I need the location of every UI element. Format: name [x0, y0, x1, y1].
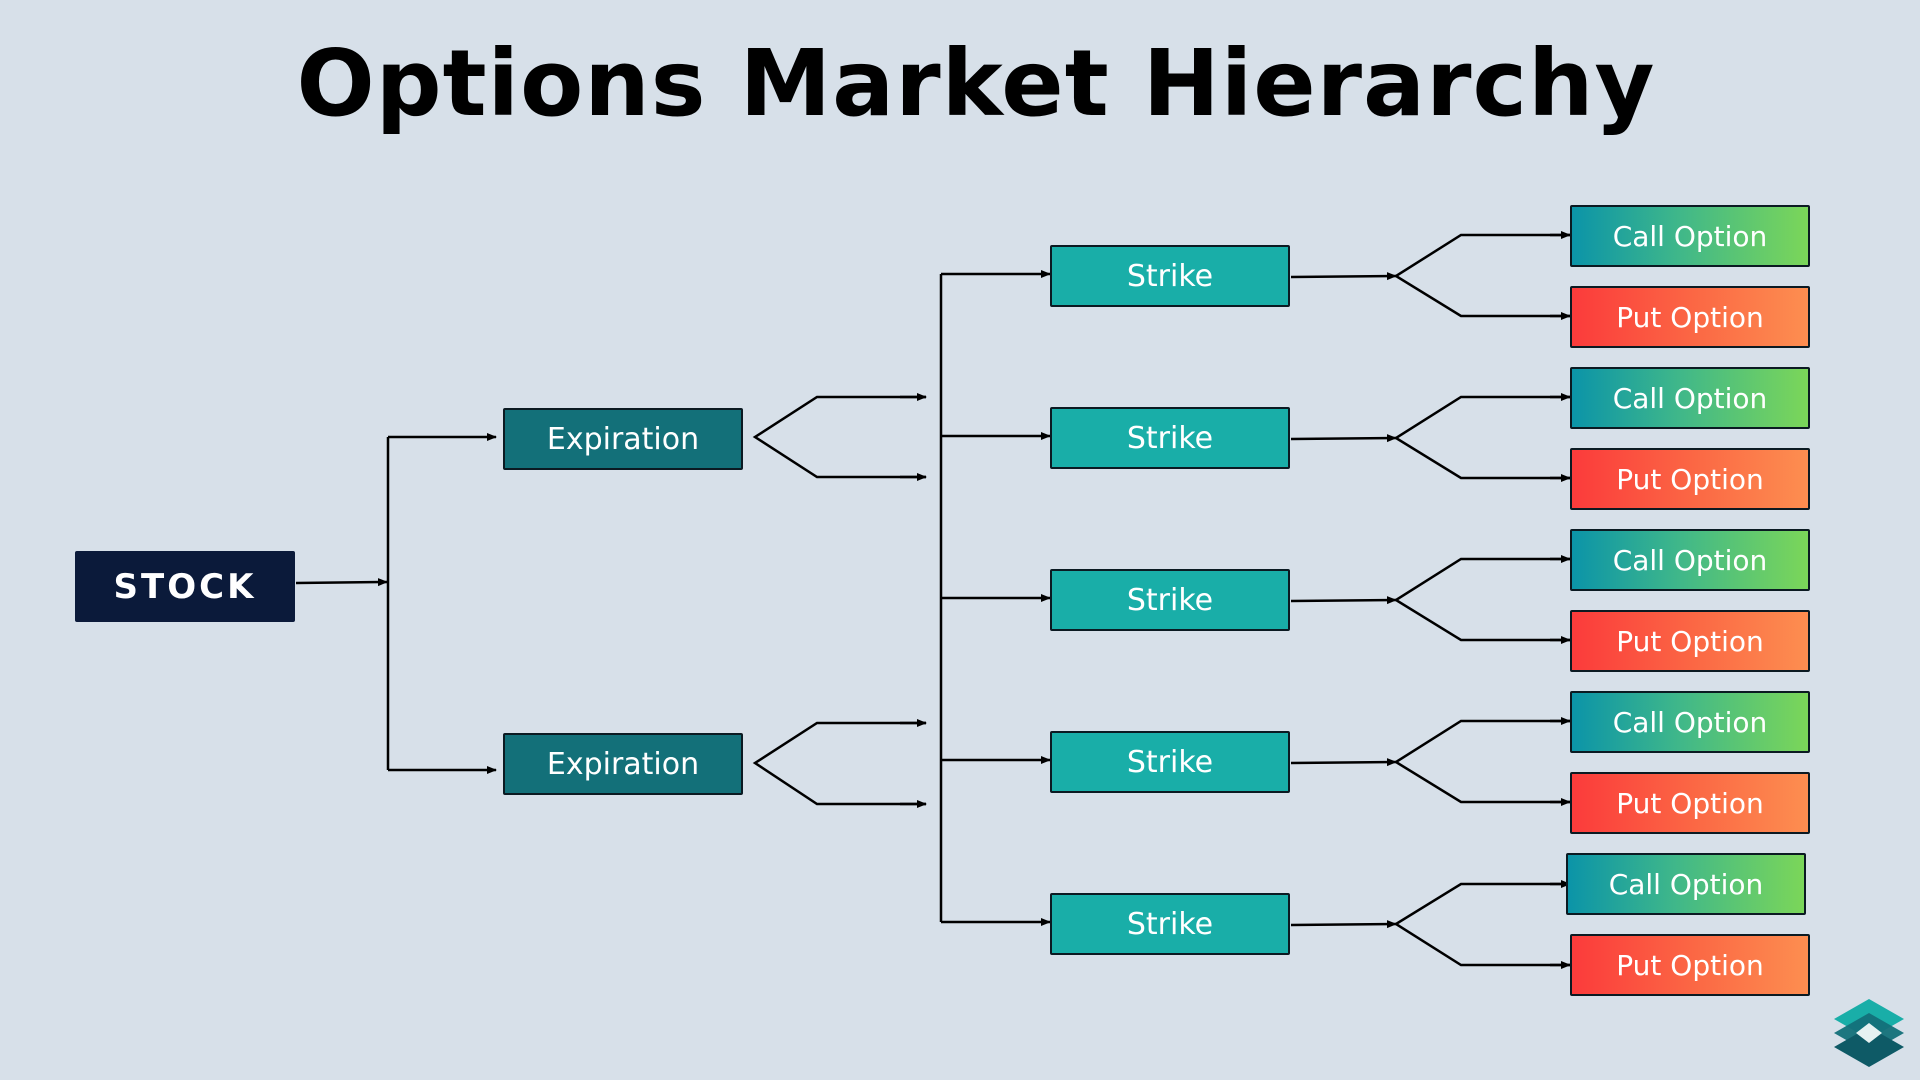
put-option-node: Put Option	[1570, 610, 1810, 672]
call-option-node: Call Option	[1570, 367, 1810, 429]
layers-icon	[1834, 999, 1904, 1067]
call-option-node: Call Option	[1570, 529, 1810, 591]
strike-node: Strike	[1050, 893, 1290, 955]
call-option-node: Call Option	[1570, 205, 1810, 267]
put-option-node: Put Option	[1570, 934, 1810, 996]
put-option-node: Put Option	[1570, 448, 1810, 510]
page-title: Options Market Hierarchy	[296, 30, 1656, 137]
stock-node: STOCK	[75, 551, 295, 622]
strike-node: Strike	[1050, 569, 1290, 631]
strike-node: Strike	[1050, 245, 1290, 307]
put-option-node: Put Option	[1570, 286, 1810, 348]
expiration-node: Expiration	[503, 733, 743, 795]
call-option-node: Call Option	[1570, 691, 1810, 753]
strike-node: Strike	[1050, 731, 1290, 793]
expiration-node: Expiration	[503, 408, 743, 470]
put-option-node: Put Option	[1570, 772, 1810, 834]
strike-node: Strike	[1050, 407, 1290, 469]
call-option-node: Call Option	[1566, 853, 1806, 915]
